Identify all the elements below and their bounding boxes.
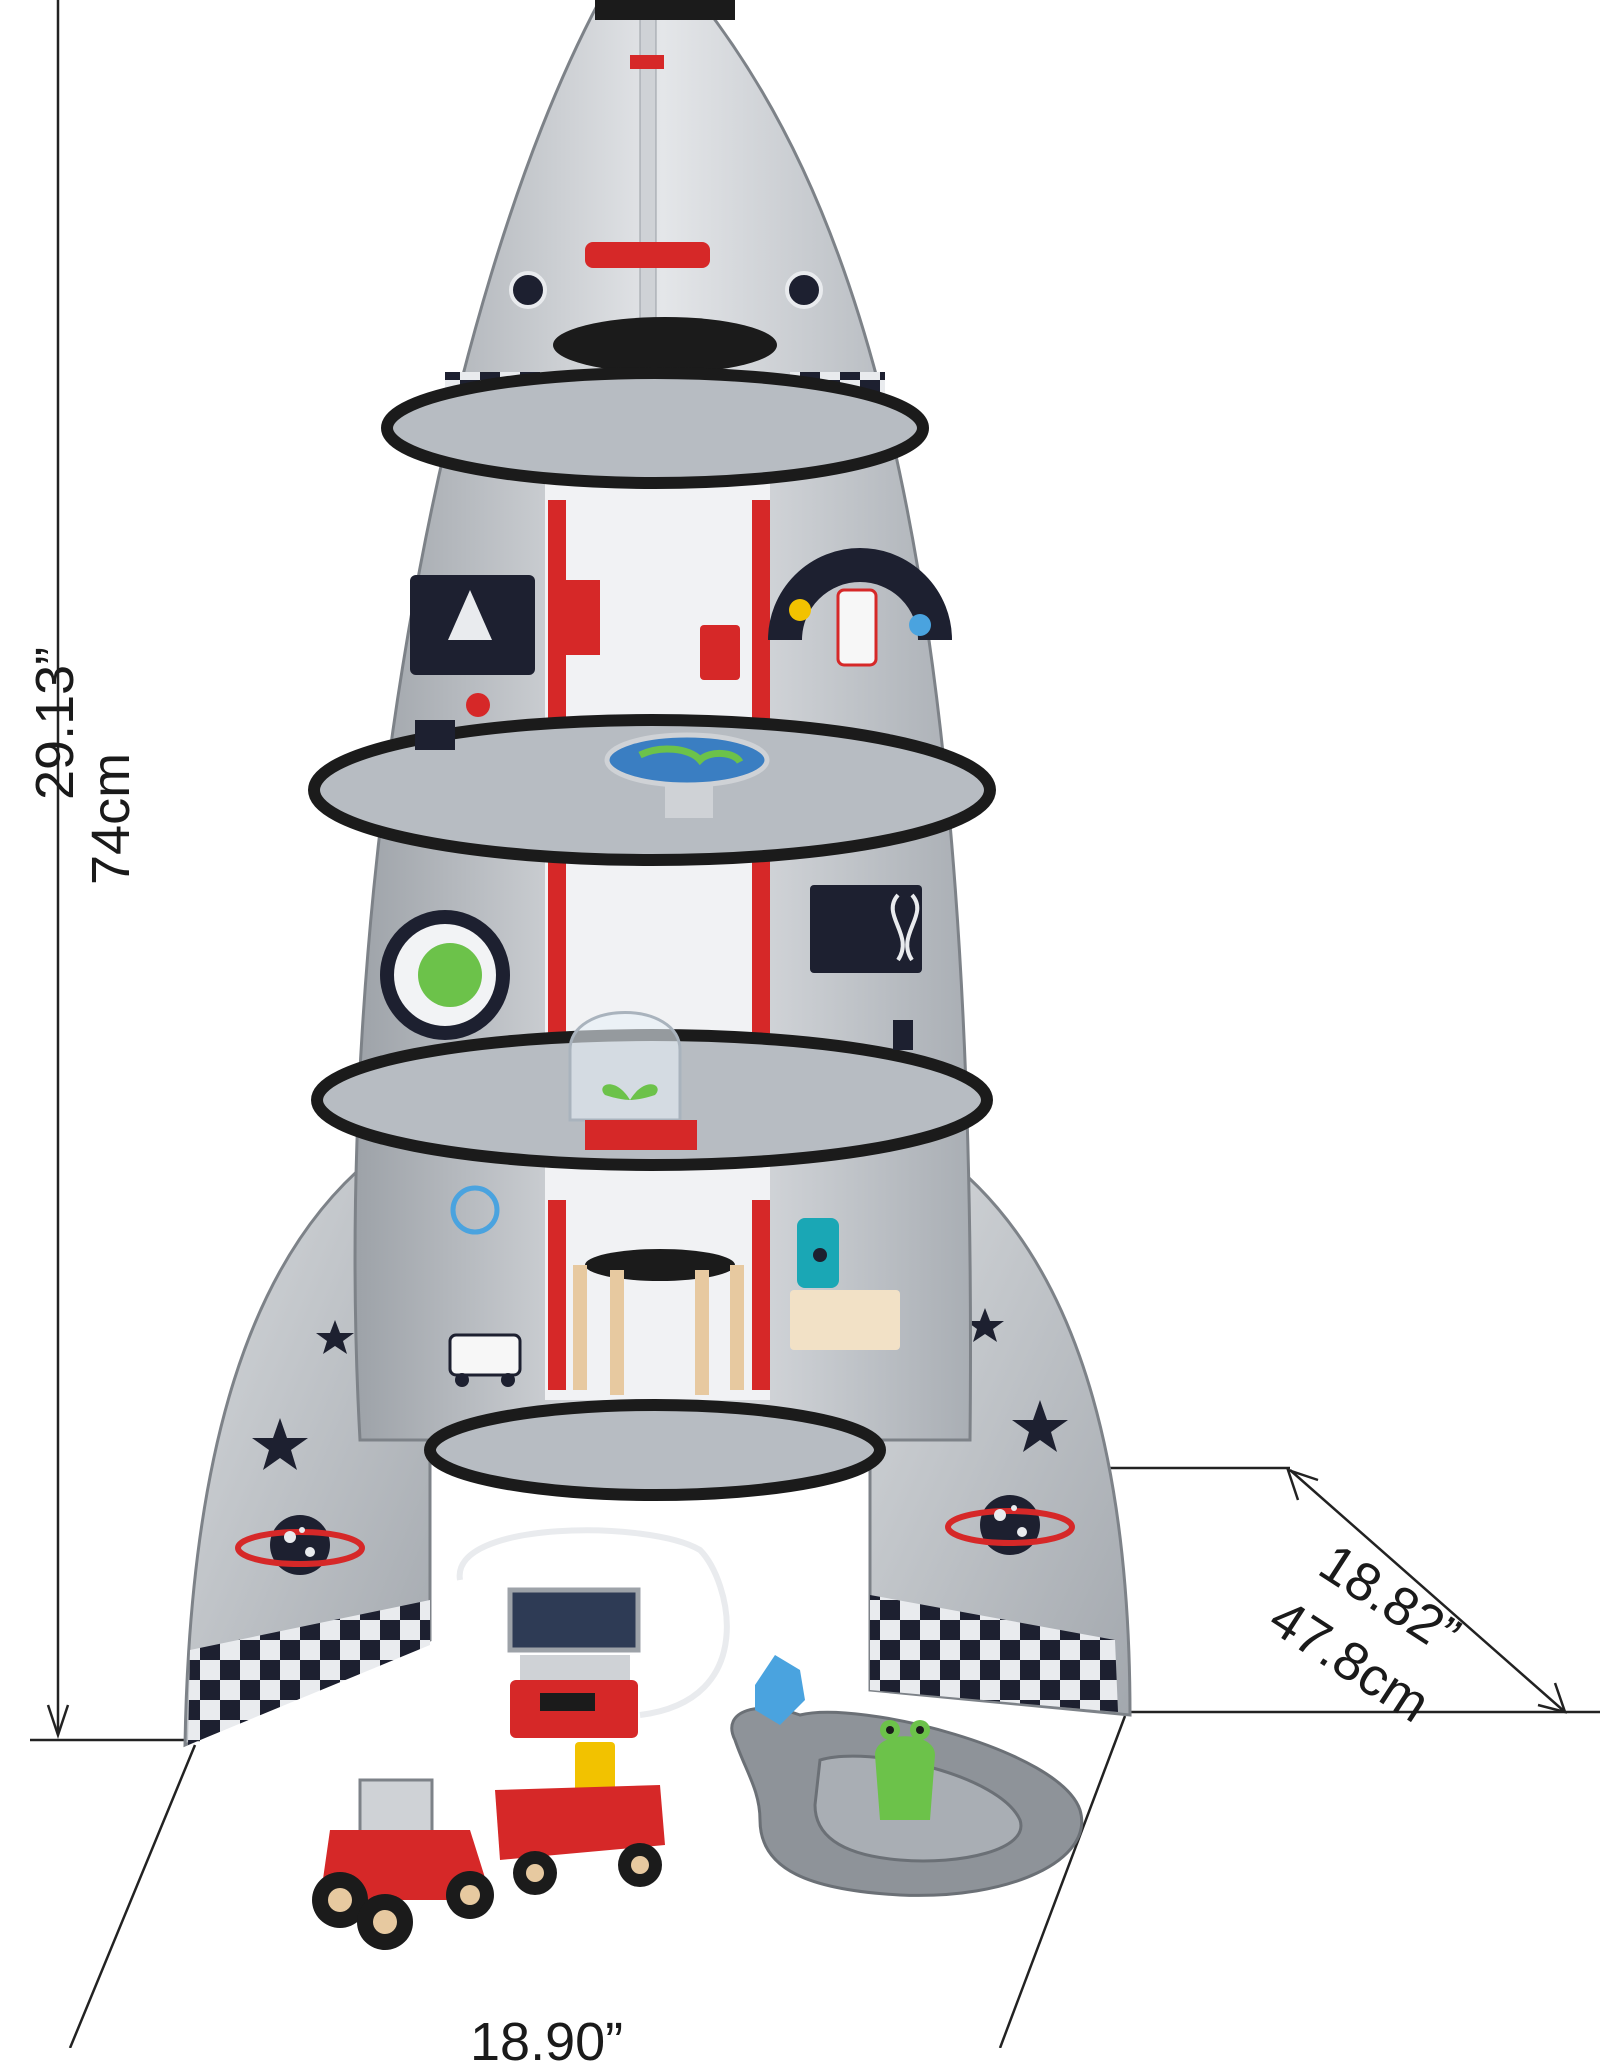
width-inches-label: 18.90” xyxy=(470,2012,624,2072)
red-trim-left-3 xyxy=(548,1200,566,1390)
elevator-knob xyxy=(630,55,664,69)
cargo-trailer xyxy=(495,1742,665,1895)
crystal-icon xyxy=(755,1655,805,1725)
left-fin-checker xyxy=(188,1600,430,1745)
height-inches-label: 29.13” xyxy=(25,646,85,800)
plant-dome xyxy=(568,1011,697,1150)
rover-car xyxy=(312,1778,494,1950)
power-cord xyxy=(456,1527,730,1718)
solar-generator xyxy=(507,1587,641,1738)
floor-right-edge xyxy=(998,1715,1127,2048)
globe-table xyxy=(604,732,770,818)
rover-camera xyxy=(358,1778,434,1837)
green-dial-knob xyxy=(418,943,482,1007)
right-star-icon xyxy=(1012,1400,1068,1452)
right-small-star-icon xyxy=(966,1308,1004,1342)
nose-porthole-right-icon xyxy=(785,271,823,309)
robot-arm-panel xyxy=(448,1185,522,1387)
pilot-seat xyxy=(700,625,740,680)
floor-2 xyxy=(308,714,996,866)
red-trim-right-1 xyxy=(752,500,770,730)
left-planet-icon xyxy=(235,1515,365,1575)
dna-panel xyxy=(810,885,922,973)
cabinet-red xyxy=(560,580,600,655)
sprout-icon xyxy=(602,1084,658,1100)
microscope-icon xyxy=(893,1020,913,1050)
rocket-body xyxy=(308,0,996,1501)
left-small-star-icon xyxy=(316,1320,354,1354)
solar-panel xyxy=(507,1587,641,1653)
left-star-icon xyxy=(252,1418,308,1470)
alien-figure xyxy=(875,1720,935,1820)
elevator-black-disc xyxy=(553,317,777,373)
depth-line xyxy=(1289,1469,1566,1713)
height-cm-label: 74cm xyxy=(81,752,141,885)
cockpit-panel-right xyxy=(768,548,952,667)
floor-left-edge xyxy=(68,1744,197,2048)
wooden-elevator xyxy=(573,1249,744,1395)
nose-cap xyxy=(595,0,735,20)
red-trim-left-1 xyxy=(548,500,566,730)
rocket-badge-icon xyxy=(836,588,878,667)
nose-porthole-left-icon xyxy=(509,271,547,309)
right-fin-checker xyxy=(870,1595,1118,1712)
depth-arrow-bottom xyxy=(1537,1682,1567,1714)
cockpit-panel-left xyxy=(410,575,535,750)
depth-arrow-top xyxy=(1286,1468,1319,1501)
elevator-red-disc xyxy=(585,242,710,268)
red-trim-left-2 xyxy=(548,860,566,1060)
alien-landing-pad xyxy=(730,1655,1084,1897)
floor-1 xyxy=(381,367,929,489)
red-trim-right-3 xyxy=(752,1200,770,1390)
fuel-station xyxy=(790,1218,900,1350)
start-button-icon xyxy=(466,693,490,717)
floor-4 xyxy=(424,1399,886,1501)
red-trim-right-2 xyxy=(752,860,770,1060)
control-dial xyxy=(380,910,510,1040)
height-arrow-head xyxy=(46,1704,70,1739)
right-planet-icon xyxy=(945,1495,1075,1555)
